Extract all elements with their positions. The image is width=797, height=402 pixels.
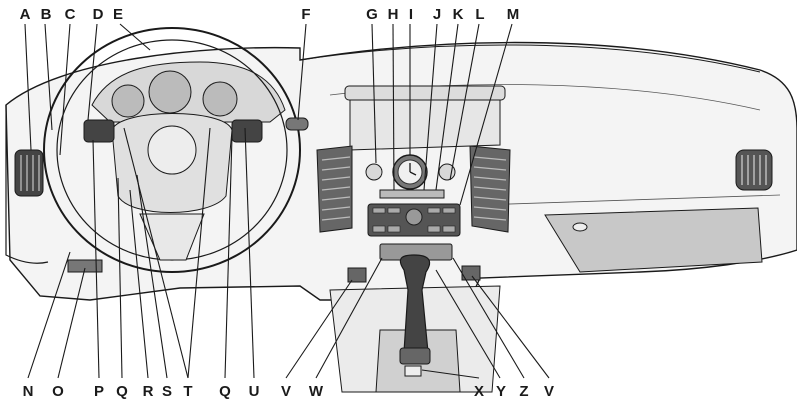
callout-O: O xyxy=(52,383,64,400)
leader-lines-bottom xyxy=(27,127,550,379)
callout-F: F xyxy=(301,6,310,23)
leader-R xyxy=(129,189,149,379)
callout-Y: Y xyxy=(496,383,506,400)
left-air-vent xyxy=(14,149,44,197)
callout-U: U xyxy=(249,383,260,400)
leader-lines-top xyxy=(24,23,513,206)
callouts-top: A B C D E F G H I J K L M xyxy=(20,6,520,23)
leader-M xyxy=(459,23,513,206)
right-air-vent xyxy=(735,149,773,191)
leader-Y xyxy=(435,269,501,379)
leader-A xyxy=(24,23,32,151)
gear-shifter xyxy=(399,254,431,377)
callout-L: L xyxy=(475,6,484,23)
leader-D xyxy=(87,23,98,121)
leader-E xyxy=(119,23,151,51)
callout-I: I xyxy=(409,6,413,23)
leader-Z xyxy=(452,257,525,379)
leader-W xyxy=(315,257,383,379)
leader-F xyxy=(297,23,307,121)
leader-O xyxy=(57,267,86,379)
glove-box xyxy=(544,207,763,273)
leader-X xyxy=(421,369,480,379)
callouts-bottom: N O P Q R S T Q U V W X Y Z V xyxy=(23,383,554,400)
callout-B: B xyxy=(41,6,52,23)
leader-S xyxy=(136,174,168,379)
callout-C: C xyxy=(65,6,76,23)
callout-M: M xyxy=(507,6,520,23)
callout-V-left: V xyxy=(281,383,291,400)
leader-L xyxy=(449,23,480,181)
callout-J: J xyxy=(433,6,441,23)
leader-B xyxy=(44,23,53,131)
leader-J xyxy=(423,23,438,191)
callout-H: H xyxy=(388,6,399,23)
leader-T-left xyxy=(123,127,189,379)
leader-V-left xyxy=(285,279,353,379)
callout-K: K xyxy=(453,6,464,23)
leader-G xyxy=(371,23,377,164)
callout-S: S xyxy=(162,383,172,400)
leader-N xyxy=(27,251,71,379)
leader-Q-right xyxy=(224,135,233,379)
leader-T-right xyxy=(187,127,211,379)
callout-G: G xyxy=(366,6,378,23)
leader-P xyxy=(92,139,100,379)
leader-C xyxy=(59,23,71,156)
steering-wheel xyxy=(43,27,309,273)
leader-Q xyxy=(117,177,123,379)
callout-T: T xyxy=(183,383,192,400)
callout-A: A xyxy=(20,6,31,23)
callout-N: N xyxy=(23,383,34,400)
callout-W: W xyxy=(309,383,324,400)
callout-X: X xyxy=(474,383,484,400)
leader-H xyxy=(392,23,395,191)
callout-Q: Q xyxy=(116,383,128,400)
callout-V-right: V xyxy=(544,383,554,400)
callout-D: D xyxy=(93,6,104,23)
callout-E: E xyxy=(113,6,123,23)
leader-K xyxy=(435,23,459,191)
leader-V-right xyxy=(471,275,550,379)
callout-P: P xyxy=(94,383,104,400)
callout-Z: Z xyxy=(519,383,528,400)
callout-Q-right: Q xyxy=(219,383,231,400)
leader-U xyxy=(244,127,255,379)
callout-R: R xyxy=(143,383,154,400)
